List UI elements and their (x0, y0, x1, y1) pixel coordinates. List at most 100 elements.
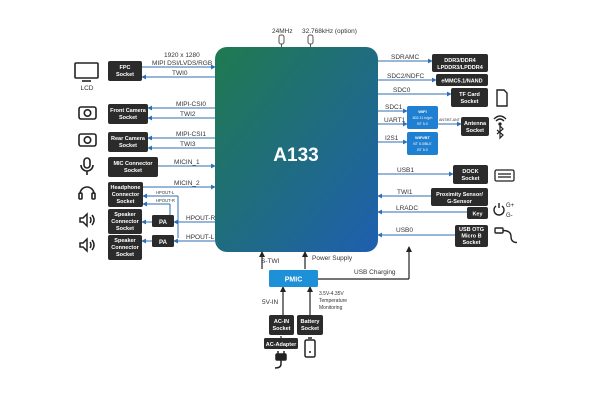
power-icon (493, 203, 505, 216)
svg-text:PMIC: PMIC (285, 277, 303, 284)
speaker-icon (79, 237, 95, 253)
svg-text:PA: PA (159, 220, 168, 226)
wifi-icon (493, 115, 507, 126)
rear-cam-sig-csi: MIPI-CSI1 (176, 131, 206, 138)
battery-icon (304, 337, 316, 358)
svg-text:WIFI/BT: WIFI/BT (415, 135, 430, 140)
svg-text:Socket: Socket (460, 99, 478, 105)
svg-text:Key: Key (472, 212, 483, 218)
svg-text:WIFI: WIFI (418, 109, 426, 114)
battery-socket: Battery Socket (297, 315, 323, 335)
svg-text:Socket: Socket (116, 72, 134, 78)
svg-text:Connector: Connector (112, 192, 140, 198)
speaker-icon (79, 212, 95, 228)
headphone-sig-mic: MICIN_2 (174, 180, 200, 187)
dock-sig: USB1 (397, 167, 414, 174)
ddr-sig: SDRAMC (391, 54, 419, 61)
svg-text:Socket: Socket (116, 226, 134, 232)
svg-text:G+: G+ (506, 203, 515, 209)
svg-text:MIC Connector: MIC Connector (113, 161, 153, 167)
prox-sig: TWI1 (397, 189, 413, 196)
emmc-sig: SDC2/NDFC (387, 73, 425, 80)
mic-sig: MICIN_1 (174, 159, 200, 166)
headphone-connector-socket: Headphone Connector Socket (108, 182, 143, 207)
pmic: PMIC (269, 270, 318, 287)
headphone-icon (78, 186, 96, 200)
bluetooth-icon (496, 124, 504, 140)
svg-text:BT 5.0: BT 5.0 (417, 122, 428, 126)
s-twi-label: S-TWI (261, 258, 280, 265)
fpc-socket: FPC Socket (108, 61, 142, 81)
svg-text:AC-IN: AC-IN (274, 319, 289, 325)
headphone-sig-hpr: HPOUT-R (156, 198, 175, 203)
wifi-bt-module: WIFI/BT BT 5.0/BLE BT 5.0 (407, 132, 438, 155)
antenna-sig: ANT/BT-ANT (439, 118, 461, 122)
battery-range-label: 3.5V-4.35V (319, 291, 344, 297)
tf-card-socket: TF Card Socket (451, 88, 488, 107)
dock-socket: DOCK Socket (453, 165, 488, 184)
speaker2-pa: PA (152, 235, 174, 247)
key-sig: LRADC (396, 205, 418, 212)
svg-text:Battery: Battery (301, 319, 321, 325)
fpc-sig-mipi: MIPI DSI/LVDS/RGB (152, 60, 212, 67)
svg-text:Socket: Socket (272, 326, 290, 332)
svg-text:Socket: Socket (466, 128, 484, 134)
microphone-icon (80, 157, 94, 175)
svg-text:Micro B: Micro B (461, 234, 481, 240)
usb-cable-icon (494, 227, 518, 244)
svg-text:Connector: Connector (111, 219, 139, 225)
ac-in-socket: AC-IN Socket (269, 315, 294, 335)
usb-otg-socket: USB OTG Micro B Socket (455, 225, 488, 247)
svg-text:PA: PA (159, 240, 168, 246)
speaker2-connector-socket: Speaker Connector Socket (108, 235, 142, 260)
camera-icon (78, 106, 97, 120)
svg-text:G-: G- (506, 213, 513, 219)
svg-text:FPC: FPC (120, 65, 131, 71)
svg-text:AC-Adapter: AC-Adapter (266, 342, 297, 348)
monitor-icon (74, 62, 99, 82)
proximity-sensor: Proximity Sensor/ G-Sensor (431, 188, 488, 206)
mic-connector-socket: MIC Connector Socket (108, 157, 158, 177)
svg-text:BT 5.0: BT 5.0 (417, 148, 428, 152)
rear-camera-socket: Rear Camera Socket (108, 132, 148, 152)
headphone-sig-hpl: HPOUT-L (156, 190, 175, 195)
svg-text:Socket: Socket (461, 176, 479, 182)
crystal-icon (278, 34, 285, 47)
monitoring-label: Monitoring (319, 305, 343, 311)
svg-text:Headphone: Headphone (111, 185, 141, 191)
tf-sig: SDC0 (393, 87, 411, 94)
svg-text:Rear Camera: Rear Camera (111, 136, 146, 142)
wifi-module: WIFI 802.11 b/g/n BT 5.0 (407, 106, 438, 129)
lcd-label: LCD (80, 85, 93, 92)
rear-cam-sig-twi: TWI3 (180, 141, 196, 148)
svg-text:Socket: Socket (124, 168, 142, 174)
svg-text:Proximity Sensor/: Proximity Sensor/ (436, 192, 483, 198)
speaker1-connector-socket: Speaker Connector Socket (108, 209, 142, 234)
temperature-label: Temperature (319, 298, 347, 304)
keyboard-icon (494, 169, 515, 182)
soc-label: A133 (273, 145, 318, 166)
speaker1-pa: PA (152, 215, 174, 227)
plug-icon (274, 351, 287, 369)
antenna-socket: Antenna Socket (461, 117, 489, 136)
svg-text:USB OTG: USB OTG (459, 227, 484, 233)
svg-text:Socket: Socket (116, 252, 134, 258)
svg-text:DDR3/DDR4: DDR3/DDR4 (444, 58, 476, 64)
usb-charging-label: USB Charging (354, 269, 396, 276)
wifi-sig-uart: UART1 (384, 117, 406, 124)
soc-chip (215, 47, 378, 252)
svg-text:Socket: Socket (116, 199, 134, 205)
svg-text:802.11 b/g/n: 802.11 b/g/n (413, 116, 433, 120)
key: Key (467, 207, 488, 219)
svg-text:Socket: Socket (119, 143, 137, 149)
svg-text:eMMC5.1/NAND: eMMC5.1/NAND (441, 79, 482, 85)
bt-sig: I2S1 (385, 135, 399, 142)
svg-text:Socket: Socket (301, 326, 319, 332)
5v-in-label: 5V-IN (262, 299, 279, 306)
power-supply-label: Power Supply (312, 255, 353, 262)
fpc-sig-twi: TWI0 (172, 70, 188, 77)
svg-text:Speaker: Speaker (114, 238, 136, 244)
svg-text:Socket: Socket (119, 115, 137, 121)
svg-text:BT 5.0/BLE: BT 5.0/BLE (413, 142, 432, 146)
